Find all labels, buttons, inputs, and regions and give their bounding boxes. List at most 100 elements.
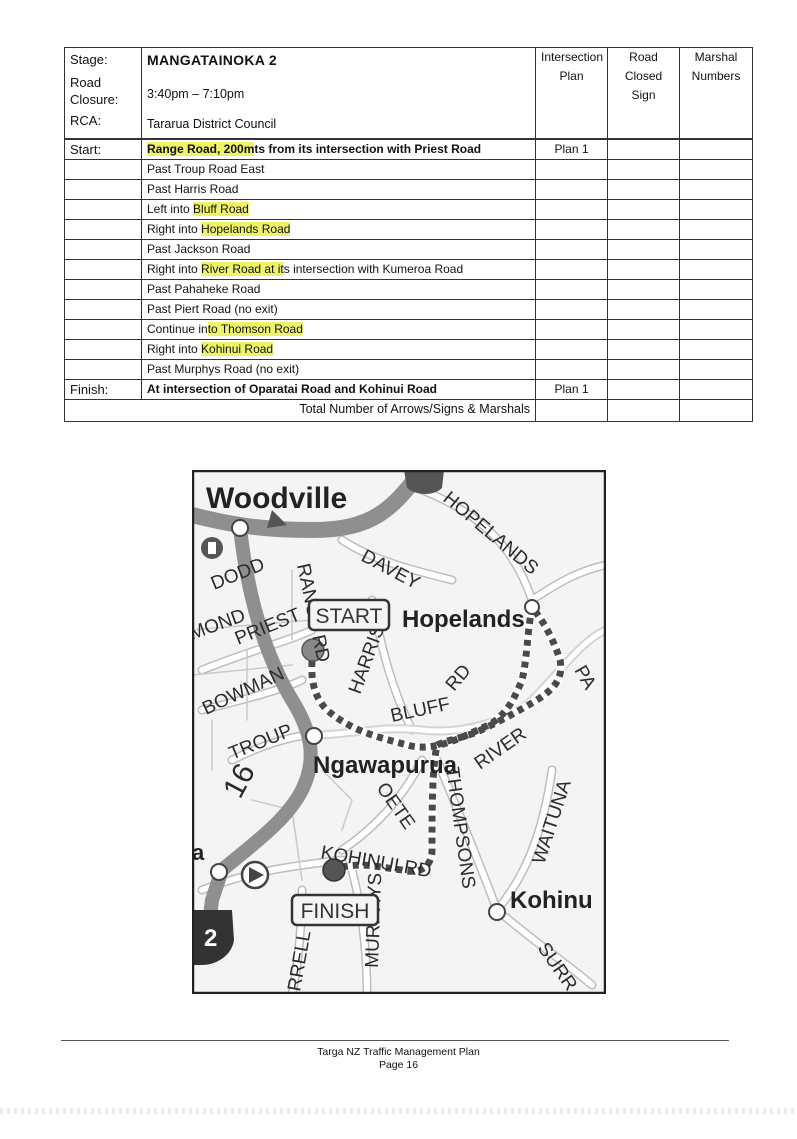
route-row: Past Piert Road (no exit) xyxy=(64,299,753,320)
start-text-highlight: Range Road, 200m xyxy=(147,142,255,156)
road-closure-label-2: Closure: xyxy=(70,92,119,107)
route-text-pre: Past Pahaheke Road xyxy=(147,282,261,296)
start-plan: Plan 1 xyxy=(535,138,608,160)
header-row: Stage: Road Closure: RCA: MANGATAINOKA 2… xyxy=(64,47,753,140)
route-map-svg: 2 16 Woodville Hopelands Ngawapurua Kohi… xyxy=(191,469,607,995)
col-marshal-numbers: Marshal Numbers xyxy=(679,47,753,140)
minor-roads xyxy=(192,485,606,994)
route-text-pre: Past Piert Road (no exit) xyxy=(147,302,278,316)
route-text-highlight: Hopelands Road xyxy=(201,222,291,236)
route-row: Continue into Thomson Road xyxy=(64,319,753,340)
route-text-pre: Past Harris Road xyxy=(147,182,239,196)
col-road-closed-line2: Closed xyxy=(624,69,663,83)
town-ngawapurua: Ngawapurua xyxy=(313,752,458,779)
col-marshal-line1: Marshal xyxy=(694,50,738,64)
footer-rule xyxy=(61,1040,729,1041)
route-plan-cell xyxy=(535,279,608,300)
col-intersection-line2: Plan xyxy=(559,69,584,83)
finish-row: Finish: At intersection of Oparatai Road… xyxy=(64,379,753,400)
route-label-cell xyxy=(64,199,142,220)
route-marshal-cell xyxy=(679,179,753,200)
route-label-cell xyxy=(64,239,142,260)
start-marshal-cell xyxy=(679,138,753,160)
route-sign-cell xyxy=(607,299,680,320)
race-route xyxy=(307,596,566,876)
route-plan-cell xyxy=(535,299,608,320)
highway-woodville xyxy=(192,470,430,538)
total-row: Total Number of Arrows/Signs & Marshals xyxy=(64,399,753,422)
play-marker-icon xyxy=(240,860,270,890)
col-intersection-plan: Intersection Plan xyxy=(535,47,608,140)
start-text: Range Road, 200mts from its intersection… xyxy=(141,138,536,160)
route-sign-cell xyxy=(607,279,680,300)
finish-point-icon xyxy=(322,858,346,882)
route-plan-cell xyxy=(535,339,608,360)
route-sign-cell xyxy=(607,159,680,180)
stage-label: Stage: xyxy=(70,52,108,67)
route-plan-cell xyxy=(535,319,608,340)
route-text: Left into Bluff Road xyxy=(141,199,536,220)
route-row: Past Jackson Road xyxy=(64,239,753,260)
route-row: Left into Bluff Road xyxy=(64,199,753,220)
route-text-pre: Past Murphys Road (no exit) xyxy=(147,362,300,376)
route-label-cell xyxy=(64,359,142,380)
route-text: Right into Hopelands Road xyxy=(141,219,536,240)
route-text-highlight: Kohinui Road xyxy=(201,342,274,356)
route-marshal-cell xyxy=(679,359,753,380)
top-shield-icon xyxy=(404,470,444,494)
route-text: Continue into Thomson Road xyxy=(141,319,536,340)
start-label: Start: xyxy=(64,138,142,160)
start-box: START xyxy=(307,598,391,632)
route-text-pre: Right into xyxy=(147,342,202,356)
west-town-marker xyxy=(210,863,228,881)
start-text-rest: ts from its intersection with Priest Roa… xyxy=(254,142,482,156)
route-plan-cell xyxy=(535,219,608,240)
col-road-closed-sign: Road Closed Sign xyxy=(607,47,680,140)
road-closure-value: 3:40pm – 7:10pm xyxy=(147,87,245,101)
footer-title: Targa NZ Traffic Management Plan xyxy=(317,1046,480,1058)
route-sign-cell xyxy=(607,239,680,260)
rca-label: RCA: xyxy=(70,113,102,128)
ngawapurua-marker xyxy=(305,727,323,745)
total-intersection-cell xyxy=(535,399,608,422)
scan-artifact xyxy=(0,1108,797,1114)
total-marshal-cell xyxy=(679,399,753,422)
route-dash xyxy=(308,598,565,875)
total-label: Total Number of Arrows/Signs & Marshals xyxy=(64,399,536,422)
hopelands-marker xyxy=(524,599,540,615)
route-label-cell xyxy=(64,299,142,320)
route-text-highlight: to Thomson Road xyxy=(207,322,303,336)
route-marshal-cell xyxy=(679,279,753,300)
finish-sign-cell xyxy=(607,379,680,400)
route-text: Past Piert Road (no exit) xyxy=(141,299,536,320)
route-label-cell xyxy=(64,179,142,200)
route-row: Past Murphys Road (no exit) xyxy=(64,359,753,380)
town-hopelands: Hopelands xyxy=(402,606,525,633)
route-label-cell xyxy=(64,159,142,180)
route-text-pre: Right into xyxy=(147,222,202,236)
route-text: Past Murphys Road (no exit) xyxy=(141,359,536,380)
route-row: Right into Hopelands Road xyxy=(64,219,753,240)
route-map: 2 16 Woodville Hopelands Ngawapurua Kohi… xyxy=(191,469,607,995)
route-label-cell xyxy=(64,319,142,340)
route-row: Right into River Road at its intersectio… xyxy=(64,259,753,280)
route-text-pre: Right into xyxy=(147,262,202,276)
route-text: Right into River Road at its intersectio… xyxy=(141,259,536,280)
route-text: Right into Kohinui Road xyxy=(141,339,536,360)
start-point-icon xyxy=(301,638,325,662)
town-kohinui: Kohinu xyxy=(510,887,593,914)
route-plan-cell xyxy=(535,199,608,220)
finish-box-label: FINISH xyxy=(301,900,370,923)
route-label-cell xyxy=(64,219,142,240)
route-text-highlight: River Road at it xyxy=(201,262,284,276)
finish-text: At intersection of Oparatai Road and Koh… xyxy=(141,379,536,400)
town-markers xyxy=(210,519,540,921)
route-sign-cell xyxy=(607,259,680,280)
route-marshal-cell xyxy=(679,299,753,320)
woodville-marker xyxy=(231,519,249,537)
route-plan-cell xyxy=(535,239,608,260)
closure-table: Stage: Road Closure: RCA: MANGATAINOKA 2… xyxy=(64,47,753,422)
header-labels: Stage: Road Closure: RCA: xyxy=(64,47,142,140)
route-sign-cell xyxy=(607,319,680,340)
